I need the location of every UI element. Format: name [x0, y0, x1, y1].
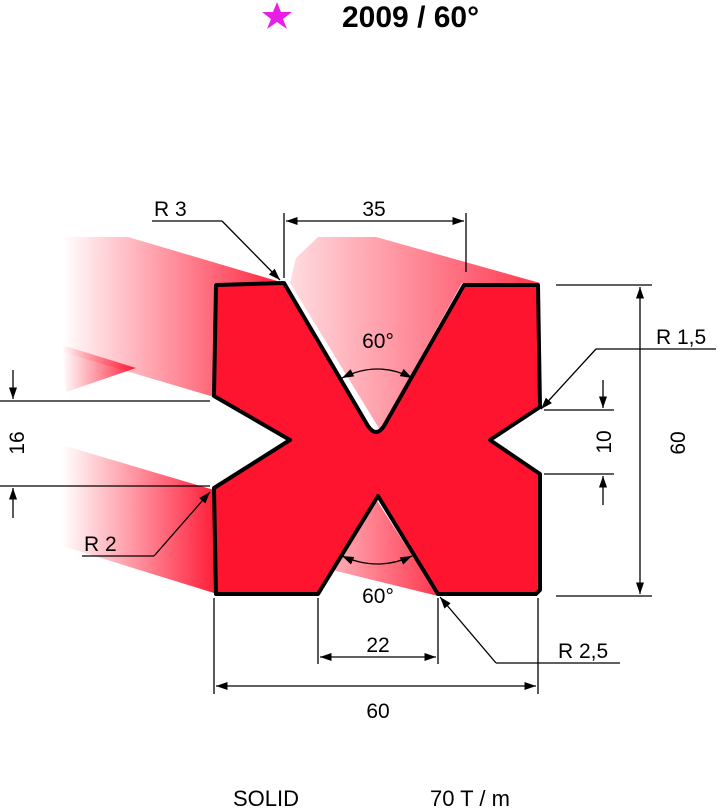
- radius-top-left: R 3: [152, 198, 281, 281]
- dim-bottom-angle-label: 60°: [362, 585, 394, 608]
- radius-right: R 1,5: [540, 326, 716, 410]
- radius-bottom: R 2,5: [439, 596, 620, 664]
- radius-bottom-label: R 2,5: [558, 640, 608, 663]
- dim-right-notch-label: 10: [593, 430, 616, 453]
- footer-capacity: 70 T / m: [430, 786, 510, 809]
- dim-bottom-opening: 22: [317, 598, 439, 664]
- dim-overall-height-label: 60: [667, 431, 690, 454]
- radius-top-left-label: R 3: [154, 198, 187, 221]
- dim-overall-width: 60: [213, 598, 539, 723]
- dim-top-opening-label: 35: [362, 198, 385, 221]
- dim-right-notch: 10: [544, 380, 616, 505]
- dim-overall-height: 60: [556, 284, 690, 597]
- dim-left-notch-label: 16: [6, 431, 29, 454]
- footer-type: SOLID: [233, 786, 299, 809]
- dim-overall-width-label: 60: [366, 700, 389, 723]
- radius-left: R 2: [82, 491, 211, 557]
- radius-left-label: R 2: [84, 533, 117, 556]
- radius-right-label: R 1,5: [656, 326, 706, 349]
- dim-bottom-angle: 60°: [341, 555, 413, 608]
- dim-top-angle-label: 60°: [362, 330, 394, 353]
- page-title: 2009 / 60°: [342, 1, 479, 34]
- dim-top-angle: 60°: [341, 330, 413, 379]
- dim-bottom-opening-label: 22: [366, 634, 389, 657]
- star-icon: [262, 2, 292, 29]
- die-profile: [212, 281, 542, 596]
- dim-left-notch: 16: [0, 370, 210, 518]
- dim-top-opening: 35: [283, 198, 467, 278]
